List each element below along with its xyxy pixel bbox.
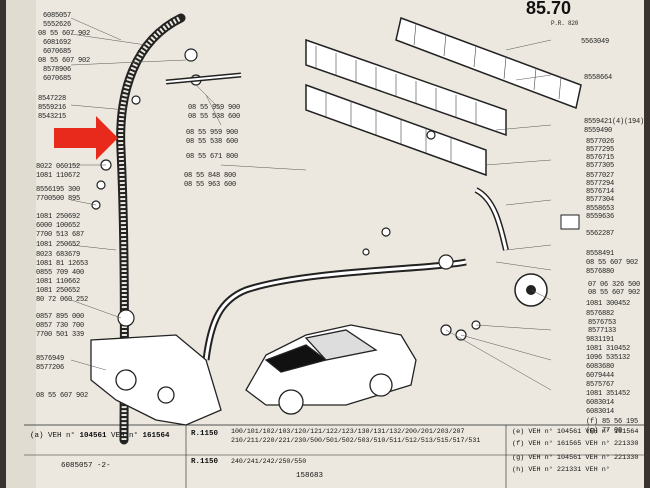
part-label: 08 55 538 600: [188, 113, 241, 121]
part-label: 08 55 607 902: [36, 392, 89, 400]
part-label: 08 55 538 600: [186, 138, 239, 146]
part-label: 8543215: [38, 113, 67, 121]
part-label: 1081 310452: [586, 345, 631, 353]
part-label: 0855 709 400: [36, 269, 85, 277]
part-label: 1081 250692: [36, 213, 81, 221]
part-label: 80 72 060 252: [36, 296, 89, 304]
heater-radiator-upper: [305, 38, 507, 177]
part-label: 6083014: [586, 399, 615, 407]
part-label: 1081 110672: [36, 172, 81, 180]
part-label: 8558491: [586, 250, 615, 258]
footer-vin-row: (g) VEH n° 104561 VEH n° 221330: [512, 454, 639, 462]
footer-part-number: 6085057 -2-: [61, 462, 111, 470]
footer-vin-row: (f) VEH n° 161565 VEH n° 221330: [512, 440, 639, 448]
part-label: 6085057: [43, 12, 72, 20]
part-label: 9831191: [586, 336, 615, 344]
part-label: (g) 77 00: [586, 427, 623, 435]
part-label: 8576882: [586, 310, 615, 318]
part-label: 08 55 607 902: [38, 57, 91, 65]
part-label: 8576949: [36, 355, 65, 363]
part-label: 8578906: [43, 66, 72, 74]
part-label: 7700 501 339: [36, 331, 85, 339]
part-label: 6079444: [586, 372, 615, 380]
part-label: 8577133: [588, 327, 617, 335]
part-label: 0857 895 000: [36, 313, 85, 321]
part-label: 8577304: [586, 196, 615, 204]
red-arrow-icon: [54, 116, 118, 160]
part-label: 8559490: [584, 127, 613, 135]
part-label: 8558664: [584, 74, 613, 82]
part-label: 8577305: [586, 162, 615, 170]
part-label: 1096 535132: [586, 354, 631, 362]
part-label: 8577294: [586, 180, 615, 188]
part-label: 08 55 959 900: [186, 129, 239, 137]
part-label: 07 06 326 500: [588, 281, 641, 289]
part-label: 6070685: [43, 75, 72, 83]
part-label: 6000 100652: [36, 222, 81, 230]
part-label: 5563049: [581, 38, 610, 46]
part-label: 1081 250652: [36, 287, 81, 295]
part-label: 08 55 607 902: [586, 259, 639, 267]
exploded-parts-diagram: [6, 0, 644, 488]
part-label: 8559636: [586, 213, 615, 221]
footer-vin-row: (e) VEH n° 104561 VEH n° 161564: [512, 428, 639, 436]
part-label: 08 55 848 800: [184, 172, 237, 180]
part-label: 8577026: [586, 138, 615, 146]
part-label: 8547228: [38, 95, 67, 103]
part-label: 8022 060152: [36, 163, 81, 171]
footer-model-2: R.1150: [191, 458, 219, 466]
part-label: 7700500 895: [36, 195, 81, 203]
part-label: 8558653: [586, 205, 615, 213]
page-ref: P.R. 820: [551, 20, 579, 27]
part-label: 6081692: [43, 39, 72, 47]
part-label: 8556195 300: [36, 186, 81, 194]
catalog-page: 85.70 P.R. 820 6085057 5552626 08 55 607…: [6, 0, 644, 488]
footer-model-list-1b: 210/211/220/221/230/500/501/502/503/510/…: [231, 437, 481, 444]
part-label: 1081 250652: [36, 241, 81, 249]
part-label: 6083014: [586, 408, 615, 416]
part-label: 0857 730 700: [36, 322, 85, 330]
footer-model-1: R.1150: [191, 430, 219, 438]
heater-radiator-right: [395, 16, 582, 110]
part-label: 8575767: [586, 381, 615, 389]
part-label: 08 55 963 600: [184, 181, 237, 189]
part-label: 8576714: [586, 188, 615, 196]
page-number: 85.70: [526, 0, 572, 18]
part-label: 8559421(4)(194): [584, 118, 644, 126]
part-label: 1081 351452: [586, 390, 631, 398]
engine-housing: [90, 334, 222, 426]
part-label: 1081 300452: [586, 300, 631, 308]
part-label: 7700 513 687: [36, 231, 85, 239]
renault-16-car: [245, 324, 417, 415]
part-label: 8576753: [588, 319, 617, 327]
part-label: 08 55 607 902: [38, 30, 91, 38]
part-label: 6083680: [586, 363, 615, 371]
part-label: 8577206: [36, 364, 65, 372]
footer-model-list-1: 100/101/102/103/120/121/122/123/130/131/…: [231, 428, 465, 435]
footer-vin-row: (h) VEH n° 221331 VEH n°: [512, 466, 610, 474]
part-label: 8576715: [586, 154, 615, 162]
part-label: 5562287: [586, 230, 615, 238]
footer-bottom-number: 158683: [296, 472, 324, 480]
part-label: 08 55 607 902: [588, 289, 641, 297]
part-label: 8577295: [586, 146, 615, 154]
footer-model-list-2: 240/241/242/250/550: [231, 458, 307, 465]
part-label: 6070685: [43, 48, 72, 56]
part-label: 08 55 671 800: [186, 153, 239, 161]
part-label: 1081 110662: [36, 278, 81, 286]
part-label: (f) 85 56 195: [586, 418, 639, 426]
footer-vin-range: (a) VEH n° 104561 VEH n° 161564: [30, 432, 170, 440]
part-label: 1081 81 12653: [36, 260, 89, 268]
part-label: 5552626: [43, 21, 72, 29]
part-label: 8023 683679: [36, 251, 81, 259]
part-label: 8577027: [586, 172, 615, 180]
part-label: 08 55 959 900: [188, 104, 241, 112]
part-label: 8576880: [586, 268, 615, 276]
part-label: 8559216: [38, 104, 67, 112]
